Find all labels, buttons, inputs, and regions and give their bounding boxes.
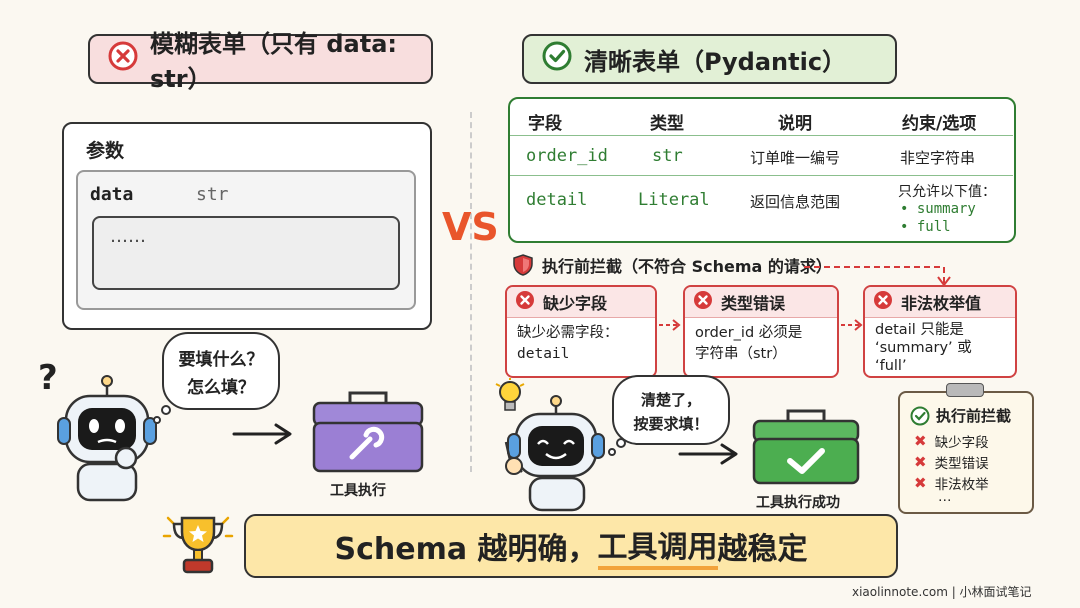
enum-option: • summary <box>900 201 976 217</box>
intercept-title: 执行前拦截（不符合 Schema 的请求） <box>512 253 832 277</box>
shield-icon <box>513 254 533 276</box>
clear-form-header: 清晰表单（Pydantic） <box>522 34 897 84</box>
error-text: detail <box>517 346 570 362</box>
table-divider <box>510 175 1013 176</box>
vs-label: VS <box>442 205 499 249</box>
checklist-title-text: 执行前拦截 <box>936 407 1012 425</box>
dashed-arrow-icon <box>841 319 863 331</box>
error-invalid-enum: 非法枚举值 detail 只能是 ‘summary’ 或 ‘full’ <box>863 285 1017 378</box>
dashed-arrow-icon <box>659 319 681 331</box>
field-constraint: 非空字符串 <box>900 149 976 167</box>
vague-form-title: 模糊表单（只有 data: str） <box>150 30 397 93</box>
footer-credit: xiaolinnote.com | 小林面试笔记 <box>852 585 1032 599</box>
lightbulb-icon <box>495 378 525 411</box>
intercept-checklist: 执行前拦截 ✖ 缺少字段 ✖ 类型错误 ✖ 非法枚举 … <box>898 383 1034 514</box>
checklist-item-label: 类型错误 <box>934 456 989 472</box>
bubble-line: 按要求填！ <box>633 415 709 433</box>
field-name: order_id <box>526 146 608 166</box>
error-missing-field: 缺少字段 缺少必需字段： detail <box>505 285 657 378</box>
confused-bubble: 要填什么？ 怎么填？ <box>162 332 280 410</box>
schema-table: 字段 类型 说明 约束/选项 order_id str 订单唯一编号 非空字符串… <box>508 97 1016 243</box>
tool-success-caption: 工具执行成功 <box>756 495 840 511</box>
error-header: 类型错误 <box>685 287 837 318</box>
error-x-icon <box>693 290 713 314</box>
bubble-line: 要填什么？ <box>178 350 264 370</box>
error-x-icon <box>873 290 893 314</box>
error-text: 缺少必需字段： <box>517 325 619 341</box>
banner-text-highlight: 工具调用 <box>597 522 718 570</box>
banner-text-part3: 越稳定 <box>717 532 808 567</box>
data-input[interactable]: …… <box>92 216 400 290</box>
error-title: 非法枚举值 <box>901 294 982 313</box>
bubble-line: 清楚了， <box>640 391 701 409</box>
checklist-item: ✖ 非法枚举 <box>914 473 989 493</box>
happy-robot-icon <box>504 395 605 512</box>
vague-form-header: 模糊表单（只有 data: str） <box>88 30 433 93</box>
field-type: Literal <box>638 190 710 210</box>
field-name: detail <box>526 190 588 210</box>
arrow-right-icon <box>678 443 738 465</box>
bubble-line: 怎么填？ <box>187 378 255 398</box>
check-circle-icon <box>910 406 930 425</box>
table-divider <box>510 135 1013 136</box>
table-header: 说明 <box>778 114 812 134</box>
success-toolbox-icon <box>752 409 860 485</box>
error-text: ‘full’ <box>875 358 907 374</box>
clear-form-title: 清晰表单（Pydantic） <box>584 47 847 76</box>
field-desc: 订单唯一编号 <box>750 149 841 167</box>
error-text: detail 只能是 <box>875 322 964 338</box>
checklist-more: … <box>938 489 952 505</box>
banner-text-part1: Schema 越明确， <box>334 532 598 567</box>
checklist-item-label: 缺少字段 <box>934 435 989 451</box>
tool-execute-caption: 工具执行 <box>330 483 386 499</box>
input-placeholder: …… <box>110 226 146 247</box>
divider <box>470 112 472 472</box>
clipboard-clip <box>946 383 984 397</box>
toolbox-icon <box>312 391 424 473</box>
field-desc: 返回信息范围 <box>750 193 841 211</box>
error-header: 非法枚举值 <box>865 287 1015 318</box>
checklist-title: 执行前拦截 <box>910 405 1011 426</box>
error-type-mismatch: 类型错误 order_id 必须是 字符串（str） <box>683 285 839 378</box>
checklist-item: ✖ 类型错误 <box>914 452 989 472</box>
error-text: ‘summary’ 或 <box>875 340 972 356</box>
checklist-item: ✖ 缺少字段 <box>914 431 989 451</box>
error-text: 字符串（str） <box>695 346 787 362</box>
error-title: 类型错误 <box>721 294 786 313</box>
cross-icon: ✖ <box>914 474 927 492</box>
error-x-icon <box>515 290 535 314</box>
panel-title: 参数 <box>86 140 125 162</box>
param-name: data <box>90 184 134 205</box>
error-header: 缺少字段 <box>507 287 655 318</box>
summary-banner: Schema 越明确，工具调用越稳定 <box>244 514 898 578</box>
intercept-title-text: 执行前拦截（不符合 Schema 的请求） <box>542 257 832 276</box>
confident-bubble: 清楚了， 按要求填！ <box>612 375 730 445</box>
cross-icon: ✖ <box>914 453 927 471</box>
error-title: 缺少字段 <box>543 294 608 313</box>
param-card: data str …… <box>76 170 416 310</box>
dashed-arrow-icon <box>804 266 951 287</box>
error-text: order_id 必须是 <box>695 325 803 341</box>
confused-robot-icon <box>57 375 157 502</box>
question-mark: ? <box>38 358 58 398</box>
arrow-right-icon <box>232 423 292 445</box>
trophy-icon <box>162 516 234 574</box>
table-header: 类型 <box>650 114 684 134</box>
cross-icon: ✖ <box>914 432 927 450</box>
error-circle-icon <box>108 41 138 77</box>
thought-dots-icon <box>153 405 171 424</box>
check-circle-icon <box>542 41 572 77</box>
param-type: str <box>196 184 229 205</box>
table-header: 字段 <box>528 114 562 134</box>
checklist-item-label: 非法枚举 <box>934 477 989 493</box>
enum-option: • full <box>900 219 951 235</box>
table-header: 约束/选项 <box>902 114 977 134</box>
field-type: str <box>652 146 683 166</box>
field-constraint: 只允许以下值： <box>898 184 996 200</box>
thought-dots-icon <box>608 438 626 456</box>
params-panel: 参数 data str …… <box>62 122 432 330</box>
